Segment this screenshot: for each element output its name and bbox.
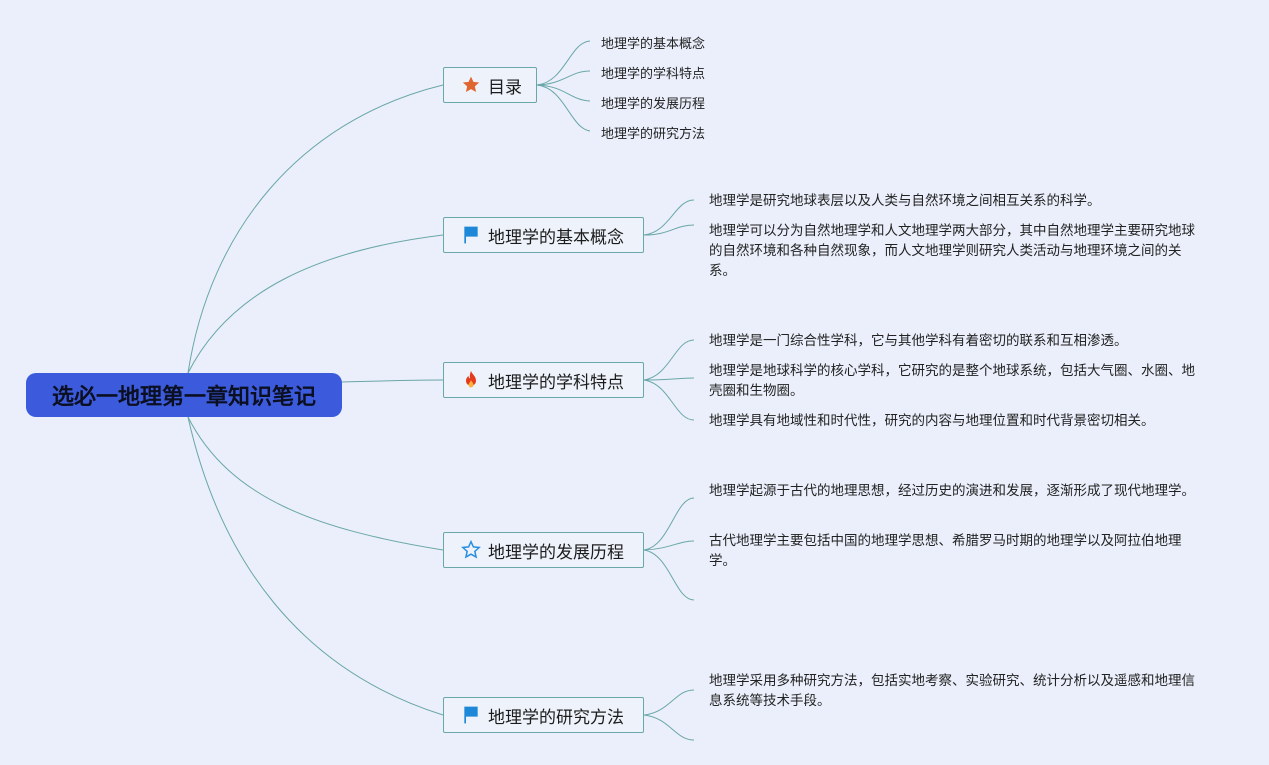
branch-label: 地理学的学科特点: [488, 372, 624, 393]
branch-basic-concepts[interactable]: 地理学的基本概念: [443, 217, 644, 253]
branch-research-methods[interactable]: 地理学的研究方法: [443, 697, 644, 733]
toc-item[interactable]: 地理学的研究方法: [601, 127, 706, 142]
root-topic[interactable]: 选必一地理第一章知识笔记: [26, 373, 342, 417]
detail-text[interactable]: 地理学是一门综合性学科，它与其他学科有着密切的联系和互相渗透。: [709, 333, 1128, 349]
fire-icon: [460, 369, 482, 391]
branch-toc[interactable]: 目录: [443, 67, 537, 103]
detail-text[interactable]: 古代地理学主要包括中国的地理学思想、希腊罗马时期的地理学以及阿拉伯地理学。: [709, 533, 1182, 569]
star-filled-icon: [460, 74, 482, 96]
detail-text[interactable]: 地理学可以分为自然地理学和人文地理学两大部分，其中自然地理学主要研究地球的自然环…: [709, 223, 1195, 279]
branch-development-history[interactable]: 地理学的发展历程: [443, 532, 644, 568]
flag-icon: [460, 224, 482, 246]
branch-label: 地理学的研究方法: [488, 707, 624, 728]
detail-text[interactable]: 地理学起源于古代的地理思想，经过历史的演进和发展，逐渐形成了现代地理学。: [709, 483, 1195, 499]
detail-text[interactable]: 地理学采用多种研究方法，包括实地考察、实验研究、统计分析以及遥感和地理信息系统等…: [709, 673, 1195, 709]
detail-text[interactable]: 地理学是地球科学的核心学科，它研究的是整个地球系统，包括大气圈、水圈、地壳圈和生…: [709, 363, 1195, 399]
toc-item[interactable]: 地理学的基本概念: [601, 37, 706, 52]
branch-discipline-features[interactable]: 地理学的学科特点: [443, 362, 644, 398]
toc-item[interactable]: 地理学的发展历程: [601, 97, 706, 112]
branch-label: 地理学的发展历程: [488, 542, 624, 563]
detail-text[interactable]: 地理学是研究地球表层以及人类与自然环境之间相互关系的科学。: [709, 193, 1101, 209]
flag-icon: [460, 704, 482, 726]
branch-label: 地理学的基本概念: [488, 227, 624, 248]
root-title: 选必一地理第一章知识笔记: [51, 385, 316, 410]
toc-item[interactable]: 地理学的学科特点: [601, 67, 706, 82]
detail-text[interactable]: 地理学具有地域性和时代性，研究的内容与地理位置和时代背景密切相关。: [709, 413, 1155, 429]
star-outline-icon: [460, 539, 482, 561]
branch-label: 目录: [488, 77, 522, 98]
